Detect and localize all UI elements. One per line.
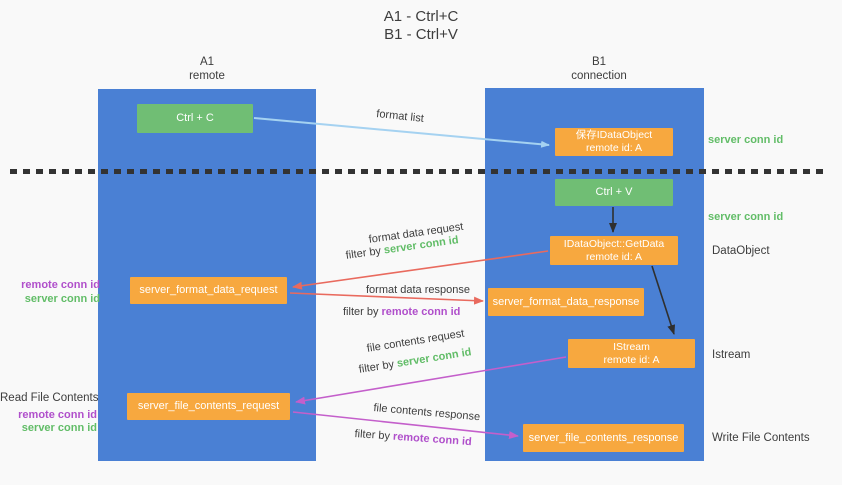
label-format-data-response-filter-id: remote conn id xyxy=(381,306,461,318)
right-server-conn-id-top: server conn id xyxy=(708,134,784,146)
box-istream: IStream remote id: A xyxy=(568,339,695,368)
label-format-data-response-filter-prefix: filter by xyxy=(343,306,382,318)
box-server-format-data-response: server_format_data_response xyxy=(488,288,644,316)
label-format-list: format list xyxy=(375,108,425,125)
box-save-idataobject: 保存IDataObject remote id: A xyxy=(555,128,673,156)
left-file-remote-conn-id: remote conn id xyxy=(18,408,97,421)
column-a-id: A1 xyxy=(199,56,215,68)
left-read-file-group: Read File Contents remote conn id server… xyxy=(0,392,99,436)
box-server-format-data-request: server_format_data_request xyxy=(130,277,287,304)
dotted-divider xyxy=(10,169,826,174)
left-read-file-contents: Read File Contents xyxy=(0,392,99,404)
label-file-contents-request-filter-prefix: filter by xyxy=(358,357,398,376)
box-save-idataobject-line2: remote id: A xyxy=(585,142,643,154)
box-ctrl-c: Ctrl + C xyxy=(137,104,253,133)
right-server-conn-id-mid: server conn id xyxy=(708,211,784,223)
column-b-subtitle: connection xyxy=(571,70,627,82)
label-file-contents-request-filter-id: server conn id xyxy=(396,346,473,370)
left-format-server-conn-id: server conn id xyxy=(24,292,100,305)
box-istream-line2: remote id: A xyxy=(603,353,660,366)
box-ctrl-c-label: Ctrl + C xyxy=(176,112,214,124)
box-getdata: IDataObject::GetData remote id: A xyxy=(550,236,678,265)
box-save-idataobject-line1: 保存IDataObject xyxy=(575,129,653,141)
label-format-data-response: format data response xyxy=(366,284,470,296)
column-b-id: B1 xyxy=(591,56,607,68)
box-ctrl-v-label: Ctrl + V xyxy=(595,186,633,198)
right-dataobject-label: DataObject xyxy=(712,245,770,257)
box-getdata-line1: IDataObject::GetData xyxy=(563,237,665,250)
column-b-header: B1 connection xyxy=(549,55,649,83)
box-server-file-contents-response-label: server_file_contents_response xyxy=(528,431,679,444)
label-format-data-response-filter: filter by remote conn id xyxy=(343,306,460,318)
box-server-file-contents-request: server_file_contents_request xyxy=(127,393,290,420)
diagram-title: A1 - Ctrl+C B1 - Ctrl+V xyxy=(0,8,842,44)
right-write-file-contents-label: Write File Contents xyxy=(712,432,810,444)
label-file-contents-response-filter: filter by remote conn id xyxy=(354,428,472,448)
label-file-contents-response-filter-id: remote conn id xyxy=(392,430,473,449)
left-format-remote-conn-id: remote conn id xyxy=(21,279,100,291)
column-a-header: A1 remote xyxy=(157,55,257,83)
column-a-subtitle: remote xyxy=(189,70,225,82)
label-file-contents-response-filter-prefix: filter by xyxy=(354,428,394,443)
box-server-file-contents-request-label: server_file_contents_request xyxy=(137,400,280,412)
title-line-1: A1 - Ctrl+C xyxy=(383,8,459,25)
box-istream-line1: IStream xyxy=(613,340,650,353)
label-format-data-request-filter-prefix: filter by xyxy=(345,244,385,262)
box-ctrl-v: Ctrl + V xyxy=(555,179,673,206)
label-file-contents-response: file contents response xyxy=(372,402,481,424)
box-server-format-data-response-label: server_format_data_response xyxy=(492,295,640,308)
left-file-server-conn-id: server conn id xyxy=(21,422,97,434)
box-server-file-contents-response: server_file_contents_response xyxy=(523,424,684,452)
left-format-conn-ids: remote conn id server conn id xyxy=(0,279,100,306)
box-server-format-data-request-label: server_format_data_request xyxy=(139,284,278,296)
box-getdata-line2: remote id: A xyxy=(585,250,643,263)
right-istream-label: Istream xyxy=(712,349,751,361)
title-line-2: B1 - Ctrl+V xyxy=(384,26,458,43)
